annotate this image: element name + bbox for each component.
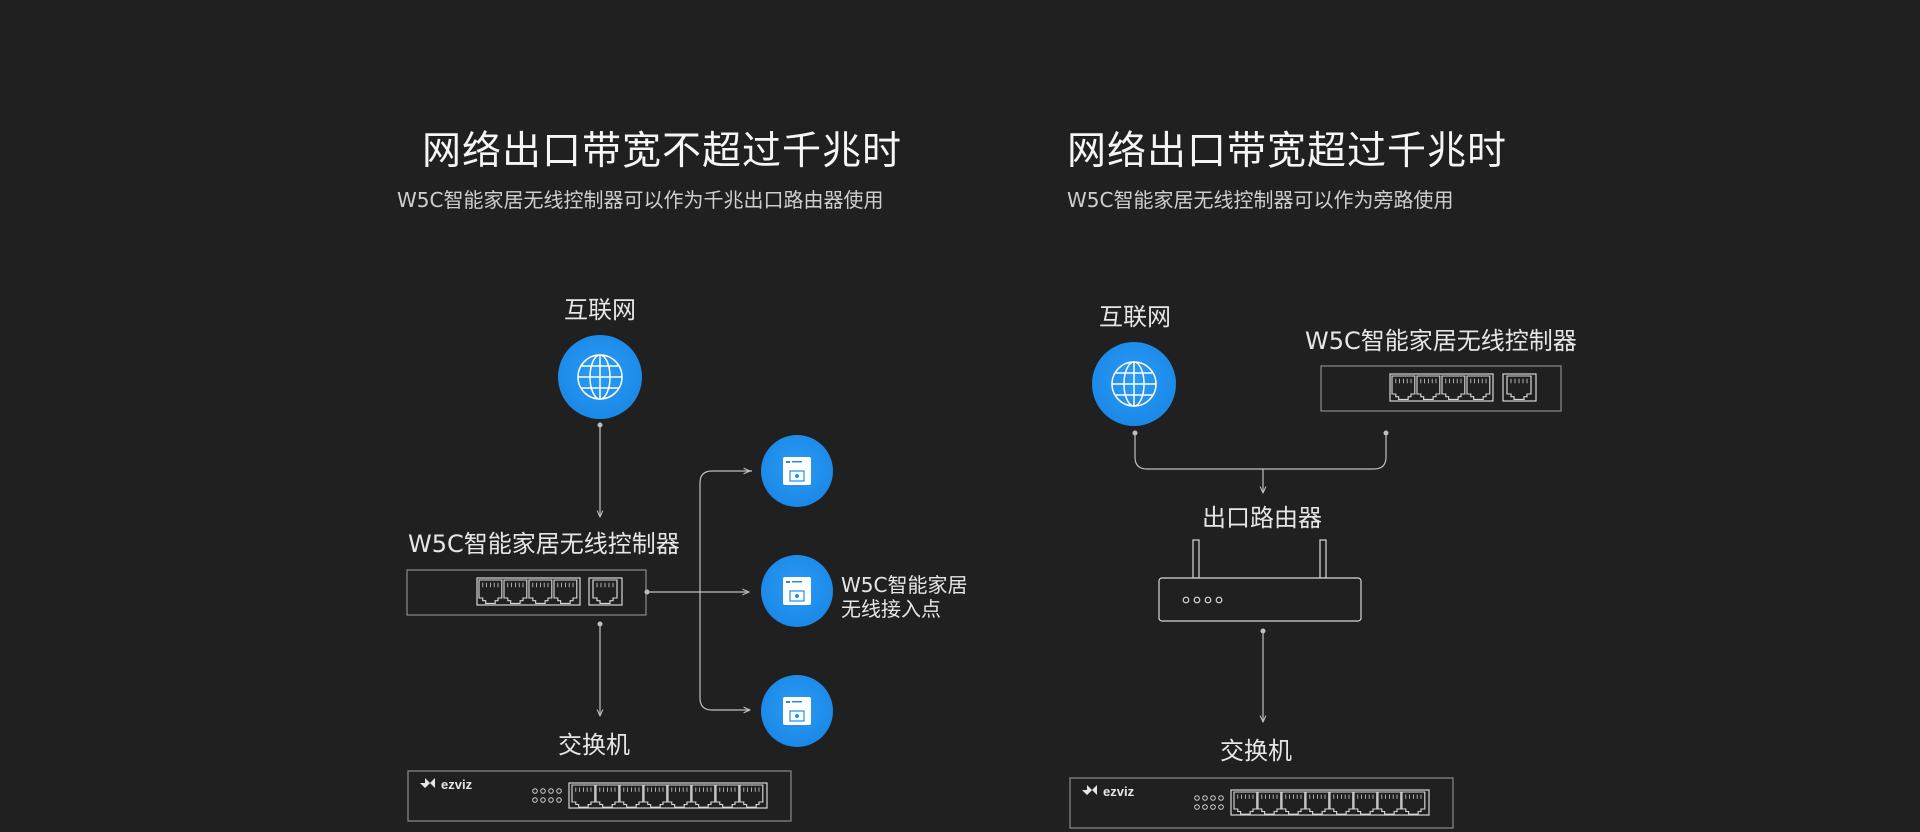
globe-icon — [577, 354, 623, 400]
ezviz-logo-text: ezviz — [1103, 784, 1135, 799]
left-subtitle: W5C智能家居无线控制器可以作为千兆出口路由器使用 — [397, 188, 884, 212]
left-link-internet-controller — [598, 422, 603, 518]
ethernet-port-icon — [571, 784, 764, 808]
right-link-router-switch — [1261, 628, 1266, 723]
ap-label: W5C智能家居 无线接入点 — [841, 573, 967, 621]
left-controller-label: W5C智能家居无线控制器 — [408, 530, 680, 558]
ethernet-port-icon — [1233, 791, 1426, 815]
left-link-controller-switch — [598, 621, 603, 717]
access-point-icon — [783, 457, 811, 485]
left-internet-globe — [558, 335, 642, 419]
access-point-icon — [783, 577, 811, 605]
access-point-middle — [761, 555, 833, 627]
left-switch-device: ezviz — [407, 770, 792, 822]
right-subtitle: W5C智能家居无线控制器可以作为旁路使用 — [1067, 188, 1454, 212]
right-internet-globe — [1092, 342, 1176, 426]
ezviz-logo-icon: ezviz — [420, 777, 473, 792]
ap-label-line2: 无线接入点 — [841, 597, 941, 621]
ethernet-port-icon — [1391, 375, 1491, 400]
left-controller-device — [406, 569, 647, 616]
right-internet-label: 互联网 — [1099, 303, 1171, 331]
right-router-label: 出口路由器 — [1202, 504, 1322, 532]
right-controller-device — [1320, 365, 1562, 412]
status-leds — [1194, 795, 1224, 810]
status-leds — [532, 788, 562, 803]
access-point-top — [761, 435, 833, 507]
right-switch-device: ezviz — [1069, 777, 1454, 829]
globe-icon — [1111, 361, 1157, 407]
left-link-controller-aps — [644, 471, 752, 710]
access-point-icon — [783, 697, 811, 725]
ethernet-port-icon — [478, 579, 578, 604]
right-switch-label: 交换机 — [1220, 737, 1292, 765]
right-title: 网络出口带宽超过千兆时 — [1067, 129, 1508, 174]
left-switch-label: 交换机 — [558, 731, 630, 759]
wifi-router-icon — [1158, 539, 1362, 622]
left-title: 网络出口带宽不超过千兆时 — [422, 129, 903, 174]
ezviz-logo-icon: ezviz — [1082, 784, 1135, 799]
ap-label-line1: W5C智能家居 — [841, 573, 968, 597]
right-link-merge-router — [1132, 430, 1389, 494]
access-point-bottom — [761, 675, 833, 747]
right-controller-label: W5C智能家居无线控制器 — [1305, 327, 1577, 355]
ezviz-logo-text: ezviz — [441, 777, 473, 792]
left-internet-label: 互联网 — [564, 296, 636, 324]
